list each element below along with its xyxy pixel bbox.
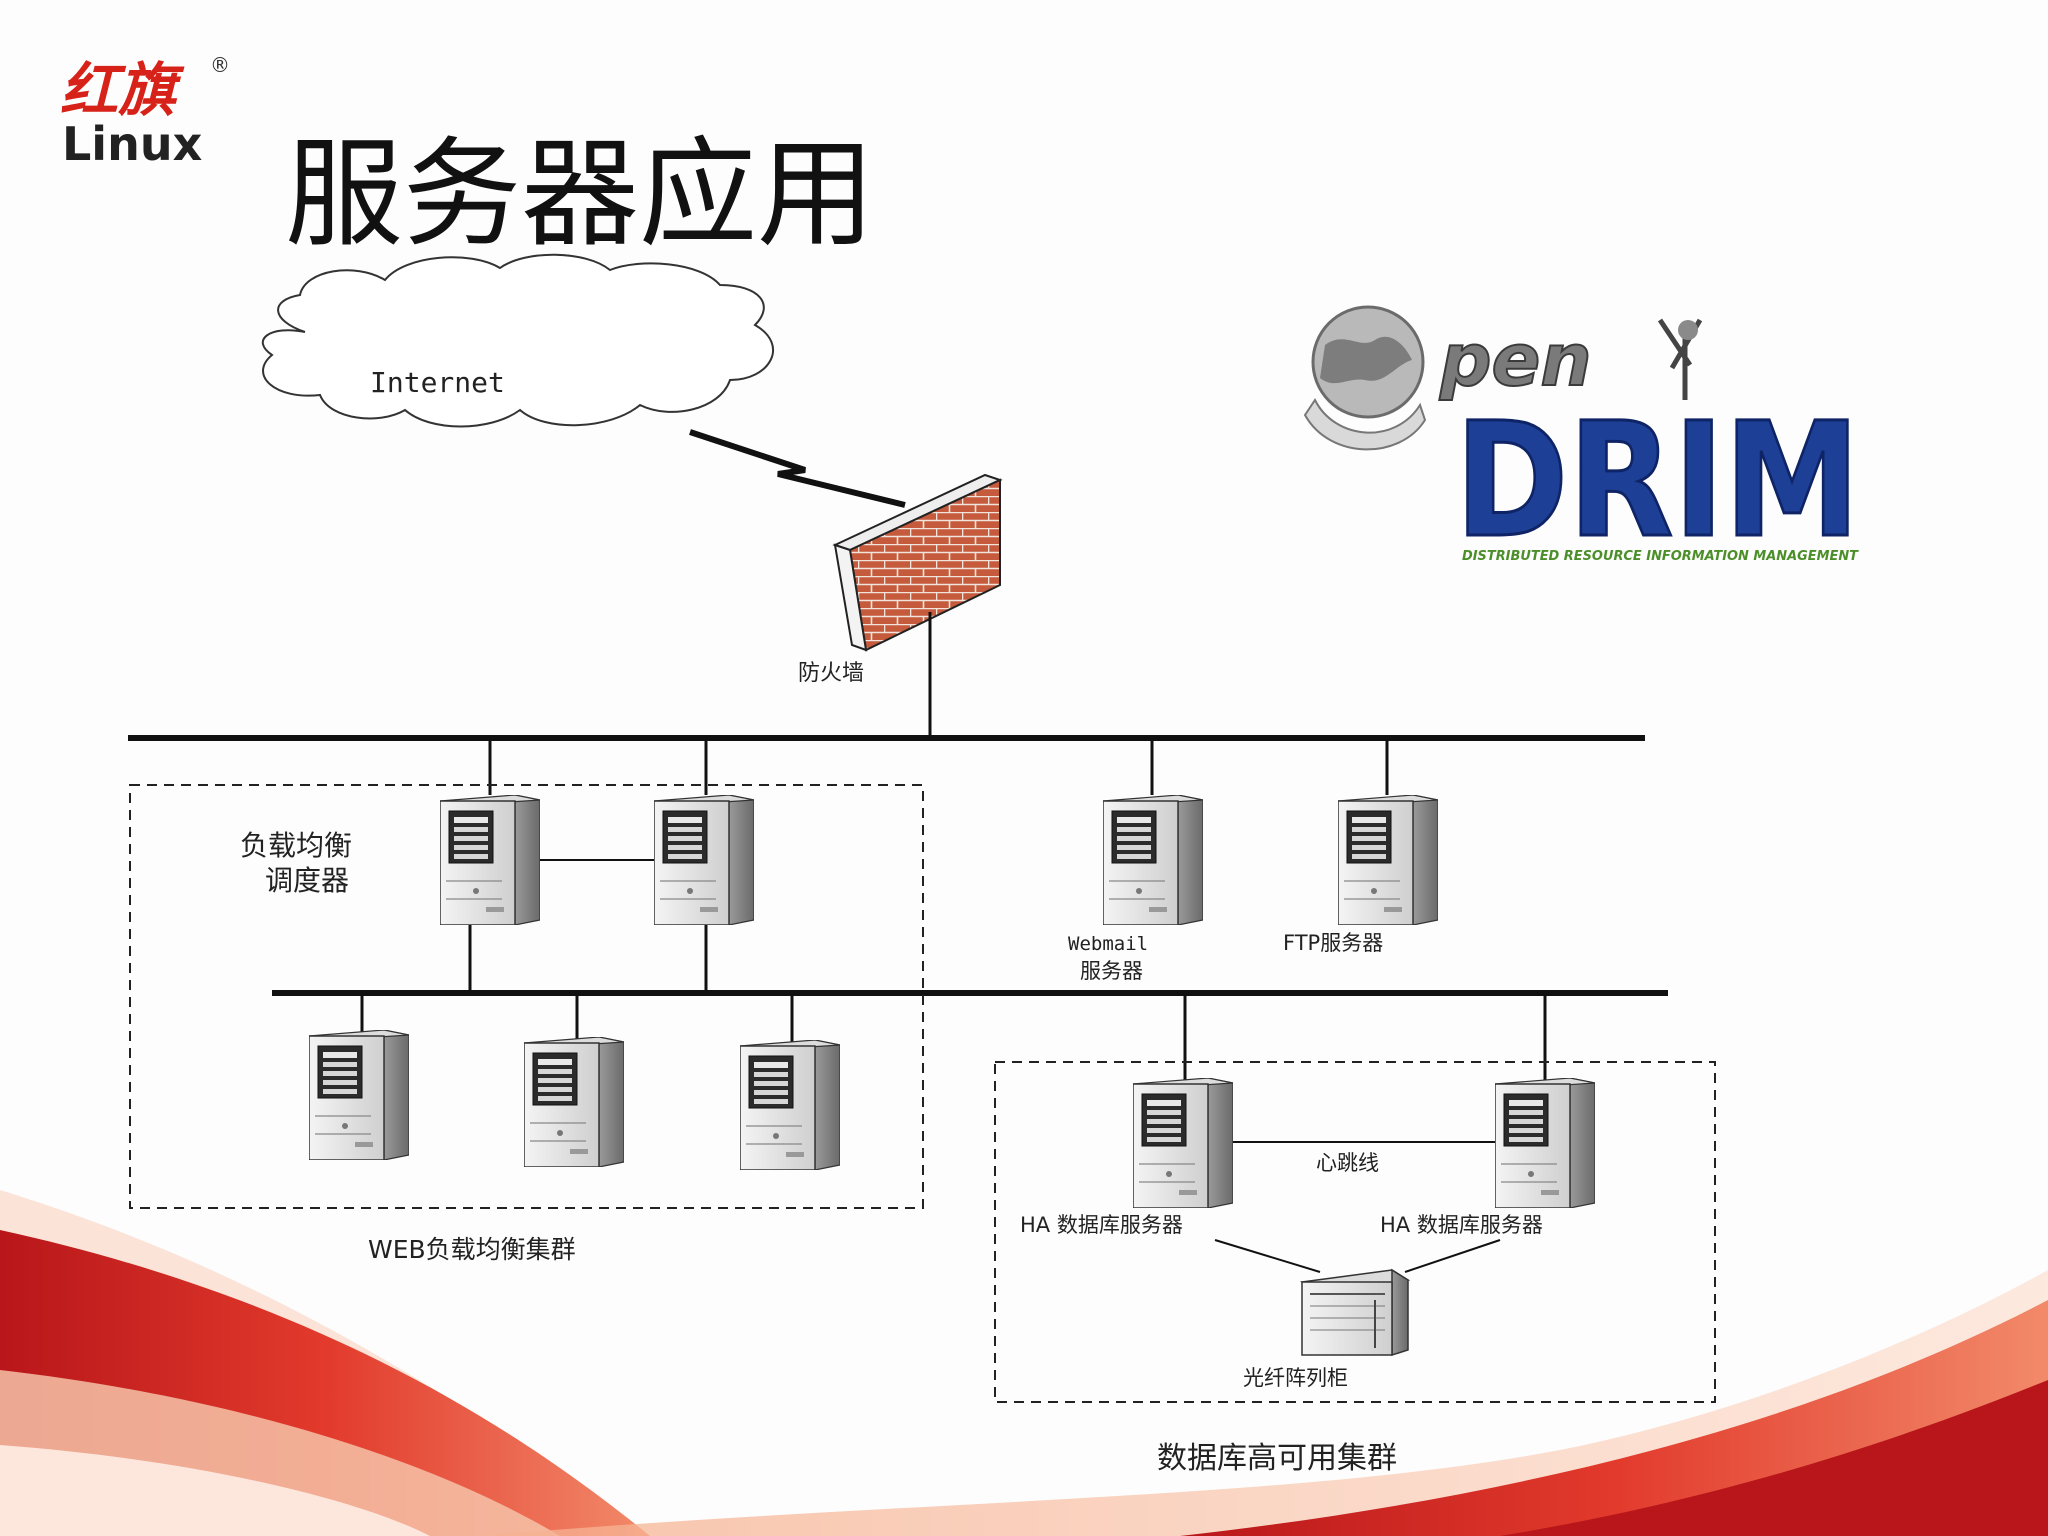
internet-label: Internet: [370, 366, 505, 399]
red-swoosh-decoration: [0, 1190, 2048, 1536]
ftp-label: FTP服务器: [1283, 931, 1383, 955]
page-title: 服务器应用: [285, 125, 875, 263]
puppet-hand-icon: [1657, 318, 1703, 400]
lb-scheduler-label-line1: 负载均衡: [240, 829, 352, 862]
redflag-linux-logo: 红旗 ® Linux: [60, 53, 230, 171]
wan-link: [689, 429, 906, 508]
db-cluster-label: 数据库高可用集群: [1157, 1441, 1397, 1476]
lb-scheduler-server-2: [654, 795, 754, 925]
opendrim-tagline: DISTRIBUTED RESOURCE INFORMATION MANAGEM…: [1462, 549, 1859, 564]
web-cluster-box: [129, 784, 924, 1209]
webmail-label-line1: Webmail: [1068, 933, 1148, 955]
web-server-2: [524, 1037, 624, 1167]
lb-scheduler-server-1: [440, 795, 540, 925]
ha-db-right-label: HA 数据库服务器: [1380, 1213, 1543, 1237]
fiber-array-label: 光纤阵列柜: [1243, 1366, 1348, 1390]
ftp-server: [1338, 795, 1438, 925]
webmail-label-line2: 服务器: [1080, 959, 1143, 983]
web-server-1: [309, 1030, 409, 1160]
firewall-label: 防火墙: [798, 661, 864, 686]
db-cluster-box: [994, 1061, 1716, 1403]
ha-db-left-label: HA 数据库服务器: [1020, 1213, 1183, 1237]
opendrim-word-drim: DRIM: [1455, 389, 1860, 573]
ha-db-server-right: [1495, 1078, 1595, 1208]
lb-scheduler-label-line2: 调度器: [265, 864, 349, 897]
internet-cloud: Internet: [261, 253, 775, 428]
network-lines: [128, 612, 1668, 1273]
logo-brand-en: Linux: [62, 117, 202, 171]
webmail-server: [1103, 795, 1203, 925]
ha-db-server-left: [1133, 1078, 1233, 1208]
opendrim-word-open: pen: [1439, 318, 1592, 402]
opendrim-logo: pen DRIM DISTRIBUTED RESOURCE INFORMATIO…: [1303, 305, 1862, 575]
web-server-3: [740, 1040, 840, 1170]
logo-registered-mark: ®: [210, 53, 230, 77]
heartbeat-label: 心跳线: [1316, 1151, 1379, 1175]
fiber-array-cabinet: [1300, 1268, 1411, 1357]
web-cluster-label: WEB负载均衡集群: [368, 1235, 576, 1264]
logo-brand-cn: 红旗: [60, 56, 185, 124]
firewall-icon: [832, 473, 1003, 652]
globe-hands-icon: [1303, 305, 1427, 451]
